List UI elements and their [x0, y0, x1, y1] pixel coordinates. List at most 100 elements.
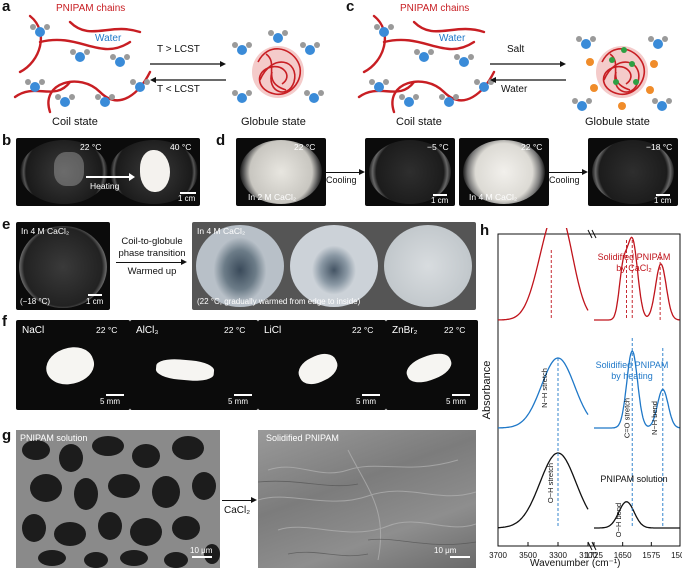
- panel-a-water-label: Water: [95, 33, 122, 44]
- panel-d-photo-1: 22 °C In 2 M CaCl₂: [236, 138, 326, 206]
- heating-arrow-head: [129, 173, 135, 181]
- x-tick-label: 1650: [614, 551, 632, 560]
- panel-d-photo-4: −18 °C 1 cm: [588, 138, 678, 206]
- panel-c-forward-label: Salt: [507, 44, 525, 55]
- scale-bar: [433, 194, 447, 196]
- white-globule: [294, 348, 342, 390]
- panel-g-sem-left: PNIPAM solution 10 μm: [16, 430, 220, 568]
- panel-a-chains-label: PNIPAM chains: [56, 3, 126, 14]
- panel-a-label: a: [2, 0, 11, 15]
- cacl2-label: CaCl₂: [224, 505, 251, 516]
- axis-break: [587, 229, 593, 239]
- panel-c-backward-label: Water: [501, 84, 528, 95]
- panel-a-globule-label: Globule state: [241, 116, 306, 128]
- scale-label: 1 cm: [178, 194, 196, 203]
- spectrum-line: [498, 452, 589, 529]
- panel-a-coil-label: Coil state: [52, 116, 98, 128]
- x-tick-label: 3100: [579, 551, 597, 560]
- x-tick-label: 3300: [549, 551, 567, 560]
- x-tick-label: 1725: [585, 551, 603, 560]
- series-label: PNIPAM solution: [600, 474, 667, 484]
- x-tick-label: 3500: [519, 551, 537, 560]
- scale-bar: [180, 192, 196, 194]
- series-label: by heating: [611, 371, 653, 381]
- petri-dish: [384, 225, 472, 307]
- salt-label: NaCl: [22, 325, 45, 336]
- x-tick-label: 3700: [489, 551, 507, 560]
- x-tick-label: 1575: [642, 551, 660, 560]
- salt-label: AlCl₃: [136, 325, 159, 336]
- cooling-arrow-1-head: [359, 169, 365, 175]
- petri-dish: [196, 225, 284, 307]
- x-axis-label: Wavenumber (cm⁻¹): [530, 558, 621, 569]
- petri-dish: [369, 140, 451, 204]
- white-globule: [403, 348, 455, 388]
- spectrum-line: [594, 501, 680, 529]
- panel-f-photo-2: AlCl₃ 22 °C 5 mm: [130, 320, 258, 410]
- cooling-label-1: Cooling: [326, 175, 357, 185]
- temp-label: (−18 °C): [20, 297, 51, 306]
- panel-g-sem-right: Solidified PNIPAM 10 μm: [258, 430, 476, 568]
- panel-b-label: b: [2, 132, 12, 149]
- ftir-chart: 37003500330031001725165015751500Solidifi…: [489, 228, 682, 560]
- panel-f-photo-3: LiCl 22 °C 5 mm: [258, 320, 386, 410]
- scale-bar: [106, 394, 124, 396]
- spectrum-line: [498, 357, 589, 429]
- solution-label: In 4 M CaCl₂: [197, 226, 246, 236]
- phase-transition-arrow-head: [181, 259, 187, 265]
- scale-label: 10 μm: [434, 546, 457, 555]
- spectrum-line: [594, 236, 680, 321]
- scale-label: 10 μm: [190, 546, 213, 555]
- temp-label: −18 °C: [646, 142, 673, 152]
- panel-c-globule-label: Globule state: [585, 116, 650, 128]
- scale-label: 5 mm: [446, 397, 466, 406]
- sem-title: Solidified PNIPAM: [266, 433, 339, 443]
- petri-dish: [20, 140, 108, 204]
- axis-break: [587, 541, 593, 551]
- panel-c-label: c: [346, 0, 355, 15]
- scale-bar: [450, 556, 470, 558]
- panel-h-label: h: [480, 222, 490, 239]
- cooling-arrow-1: [326, 172, 360, 174]
- annotation-label: O−H stretch: [546, 463, 555, 503]
- spectrum-line: [498, 228, 589, 321]
- petri-dish: [19, 226, 107, 308]
- annotation-label: N−H bend: [650, 401, 659, 435]
- scale-bar: [234, 394, 252, 396]
- panel-a-backward-label: T < LCST: [157, 84, 200, 95]
- solution-label: In 2 M CaCl₂: [248, 192, 297, 202]
- panel-c-schematic: [357, 14, 672, 114]
- scale-label: 5 mm: [228, 397, 248, 406]
- petri-dish: [240, 140, 322, 204]
- panel-e-photo-2: In 4 M CaCl₂ (22 °C, gradually warmed fr…: [192, 222, 476, 310]
- salt-label: ZnBr₂: [392, 325, 418, 336]
- porous-structure: [16, 430, 220, 568]
- petri-dish: [592, 140, 674, 204]
- scale-label: 1 cm: [86, 297, 104, 306]
- axis-break: [591, 229, 597, 239]
- annotation-label: O−H bend: [614, 503, 623, 537]
- annotation-label: C=O stretch: [623, 398, 632, 438]
- temp-label: 22 °C: [224, 325, 246, 335]
- caption-label: (22 °C, gradually warmed from edge to in…: [197, 297, 361, 306]
- scale-bar: [192, 556, 212, 558]
- white-globule: [155, 357, 215, 383]
- scale-label: 1 cm: [431, 196, 449, 205]
- series-label: by CaCl₂: [616, 263, 652, 273]
- heating-label: Heating: [90, 181, 120, 191]
- x-tick-label: 1500: [671, 551, 682, 560]
- temp-label: 22 °C: [444, 325, 466, 335]
- panel-e-photo-1: In 4 M CaCl₂ (−18 °C) 1 cm: [16, 222, 110, 310]
- temp-label: 40 °C: [170, 142, 192, 152]
- panel-g-label: g: [2, 427, 12, 444]
- scale-bar: [656, 194, 670, 196]
- temp-label: 22 °C: [96, 325, 118, 335]
- panel-f-label: f: [2, 313, 7, 330]
- temp-label: 22 °C: [80, 142, 102, 152]
- petri-dish: [290, 225, 378, 307]
- dense-structure: [258, 449, 476, 561]
- cooling-arrow-2-head: [582, 169, 588, 175]
- warmed-up-label: Warmed up: [127, 266, 177, 277]
- sem-title: PNIPAM solution: [20, 433, 88, 443]
- panel-a-forward-label: T > LCST: [157, 44, 200, 55]
